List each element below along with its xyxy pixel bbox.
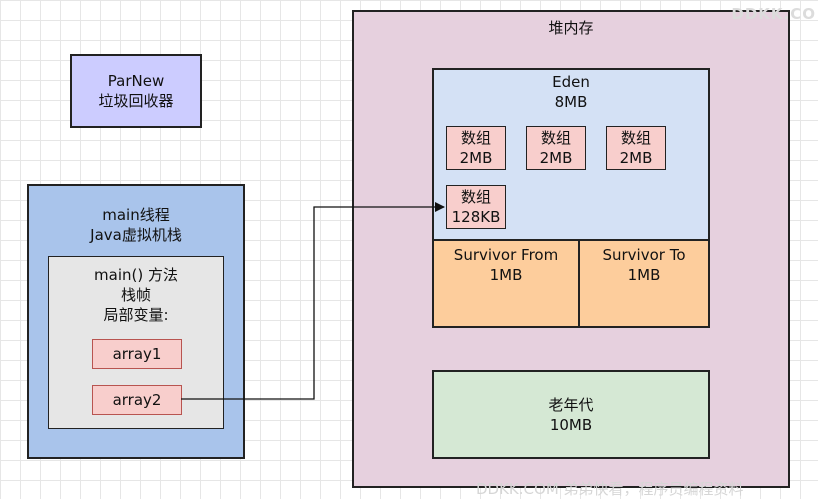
eden-size: 8MB bbox=[554, 93, 588, 111]
jvm-stack-title: main线程 Java虚拟机栈 bbox=[29, 205, 243, 245]
stack-frame-box: main() 方法 栈帧 局部变量: array1 array2 bbox=[48, 256, 224, 429]
array-size: 2MB bbox=[619, 149, 653, 167]
array-size: 2MB bbox=[539, 149, 573, 167]
survivor-to-region: Survivor To 1MB bbox=[578, 239, 710, 328]
survivor-to-text: Survivor To 1MB bbox=[580, 245, 708, 285]
array-label: 数组 bbox=[460, 188, 491, 206]
parnew-label: ParNew bbox=[107, 72, 165, 90]
watermark-bottom: DDKK.COM 弟弟快看，程序员编程资料 bbox=[476, 480, 744, 498]
array-label: 数组 bbox=[620, 129, 651, 147]
survivor-to-size: 1MB bbox=[627, 266, 661, 284]
parnew-sublabel: 垃圾回收器 bbox=[98, 92, 174, 110]
survivor-from-region: Survivor From 1MB bbox=[432, 239, 580, 328]
eden-label: Eden bbox=[552, 73, 590, 91]
array-object: 数组 2MB bbox=[446, 126, 506, 170]
jvm-stack-label: Java虚拟机栈 bbox=[90, 226, 182, 244]
survivor-from-label: Survivor From bbox=[453, 246, 559, 264]
array-size: 128KB bbox=[451, 208, 501, 226]
parnew-collector-box: ParNew 垃圾回收器 bbox=[70, 54, 202, 128]
heap-title: 堆内存 bbox=[548, 19, 594, 37]
survivor-to-label: Survivor To bbox=[602, 246, 686, 264]
array-size: 2MB bbox=[459, 149, 493, 167]
array-object: 数组 128KB bbox=[446, 185, 506, 229]
array-object: 数组 2MB bbox=[526, 126, 586, 170]
old-generation-label: 老年代 bbox=[548, 395, 594, 414]
array-label: 数组 bbox=[540, 129, 571, 147]
local-variables-label: 局部变量: bbox=[103, 306, 169, 324]
variable-array1: array1 bbox=[92, 339, 182, 369]
survivor-from-size: 1MB bbox=[489, 266, 523, 284]
eden-title: Eden 8MB bbox=[434, 72, 708, 112]
survivor-from-text: Survivor From 1MB bbox=[434, 245, 578, 285]
watermark-top: DDKK.CO bbox=[731, 5, 816, 23]
array-label: 数组 bbox=[460, 129, 491, 147]
stack-frame-label: 栈帧 bbox=[120, 286, 151, 304]
variable-array2: array2 bbox=[92, 385, 182, 415]
old-generation-size: 10MB bbox=[549, 415, 593, 434]
main-thread-label: main线程 bbox=[102, 206, 170, 224]
main-method-label: main() 方法 bbox=[94, 266, 178, 284]
old-generation-region: 老年代 10MB bbox=[432, 370, 710, 459]
array-object: 数组 2MB bbox=[606, 126, 666, 170]
stack-frame-title: main() 方法 栈帧 局部变量: bbox=[49, 265, 223, 325]
